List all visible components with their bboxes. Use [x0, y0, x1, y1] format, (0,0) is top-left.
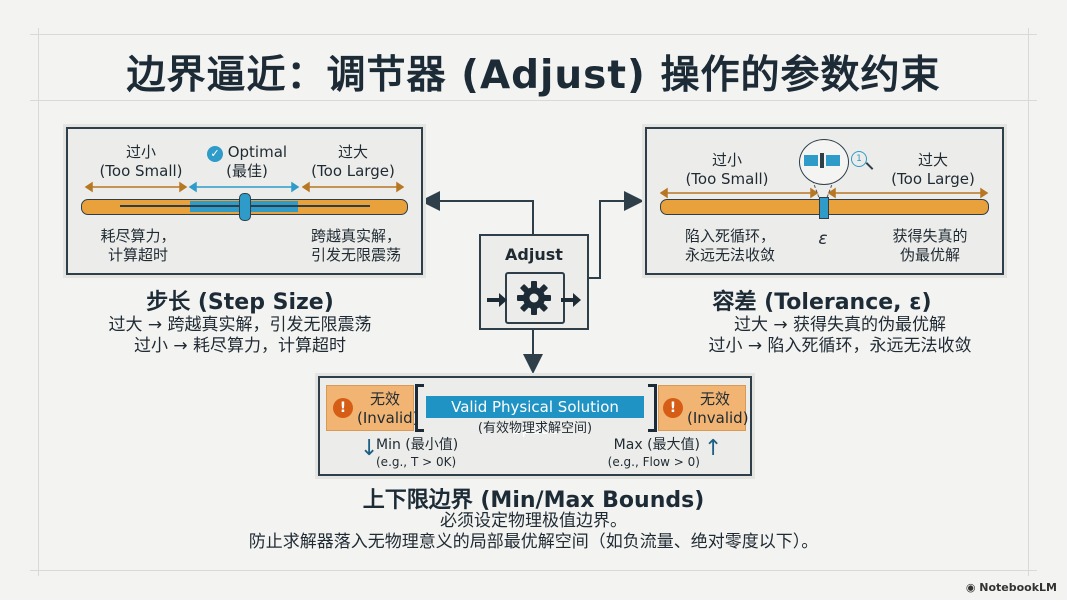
magnifier-circle [799, 139, 849, 185]
step-right-note: 跨越真实解，引发无限震荡 [310, 227, 401, 264]
step-slider-handle[interactable] [239, 193, 251, 221]
tol-epsilon-band [819, 197, 829, 219]
notebook-icon: ◉ [965, 581, 980, 594]
warning-icon: ! [663, 398, 683, 418]
down-arrow-icon: ↓ [360, 436, 379, 461]
invalid-right-label: 无效(Invalid) [687, 390, 749, 427]
max-label: Max (最大值) (e.g., Flow > 0) [607, 437, 700, 469]
tol-too-small-label: 过小(Too Small) [685, 151, 769, 188]
warning-icon: ! [333, 398, 353, 418]
tolerance-panel: 过小(Too Small) 过大(Too Large) 1 ε 陷入死循环，永远… [645, 127, 1004, 275]
tol-too-large-label: 过大(Too Large) [891, 151, 975, 188]
gear-frame [505, 272, 565, 324]
adjust-box[interactable]: Adjust [479, 234, 589, 330]
bounds-desc: 必须设定物理极值边界。防止求解器落入无物理意义的局部最优解空间（如负流量、绝对零… [248, 511, 819, 552]
bottom-rule [30, 570, 1037, 571]
step-too-small-label: 过小(Too Small) [99, 143, 183, 180]
min-label: Min (最小值) (e.g., T > 0K) [376, 437, 459, 469]
valid-space-bar: Valid Physical Solution Space [426, 396, 644, 438]
step-too-large-label: 过大(Too Large) [311, 143, 395, 180]
zoom-icon: 1 [851, 151, 867, 167]
tol-epsilon-label: ε [818, 229, 828, 249]
step-range-arrows [84, 181, 405, 193]
tol-left-note: 陷入死循环，永远无法收敛 [684, 227, 775, 264]
step-size-desc: 过大 → 跨越真实解，引发无限震荡过小 → 耗尽算力，计算超时 [108, 315, 372, 356]
step-optimal-label: ✓ Optimal (最佳) [192, 143, 302, 181]
watermark: ◉ NotebookLM [965, 581, 1057, 594]
top-rule [30, 34, 1037, 35]
tol-right-note: 获得失真的伪最优解 [892, 227, 968, 264]
bounds-title: 上下限边界 (Min/Max Bounds) [362, 488, 705, 513]
step-left-note: 耗尽算力，计算超时 [100, 227, 176, 264]
tolerance-desc: 过大 → 获得失真的伪最优解过小 → 陷入死循环，永远无法收敛 [708, 315, 972, 356]
adjust-label: Adjust [505, 245, 563, 264]
invalid-left-label: 无效(Invalid) [357, 390, 419, 427]
left-rule [38, 28, 39, 576]
up-arrow-icon: ↑ [704, 436, 723, 461]
gear-icon [487, 281, 581, 315]
tol-range-arrows [659, 170, 989, 204]
right-rule [1028, 28, 1029, 576]
step-size-title: 步长 (Step Size) [146, 290, 334, 315]
invalid-right-zone: ! 无效(Invalid) [658, 385, 749, 431]
title-rule [30, 100, 1037, 101]
left-bracket [415, 384, 424, 432]
step-size-panel: 过小(Too Small) ✓ Optimal (最佳) 过大(Too Larg… [66, 127, 423, 275]
right-bracket [648, 384, 657, 432]
check-icon: ✓ [206, 146, 223, 162]
valid-space-cn: (有效物理求解空间) [477, 421, 593, 436]
tolerance-title: 容差 (Tolerance, ε) [712, 290, 932, 315]
invalid-left-zone: ! 无效(Invalid) [326, 385, 419, 431]
page-title: 边界逼近：调节器 (Adjust) 操作的参数约束 [126, 53, 941, 98]
bounds-panel: ! 无效(Invalid) Valid Physical Solution Sp… [318, 376, 752, 476]
